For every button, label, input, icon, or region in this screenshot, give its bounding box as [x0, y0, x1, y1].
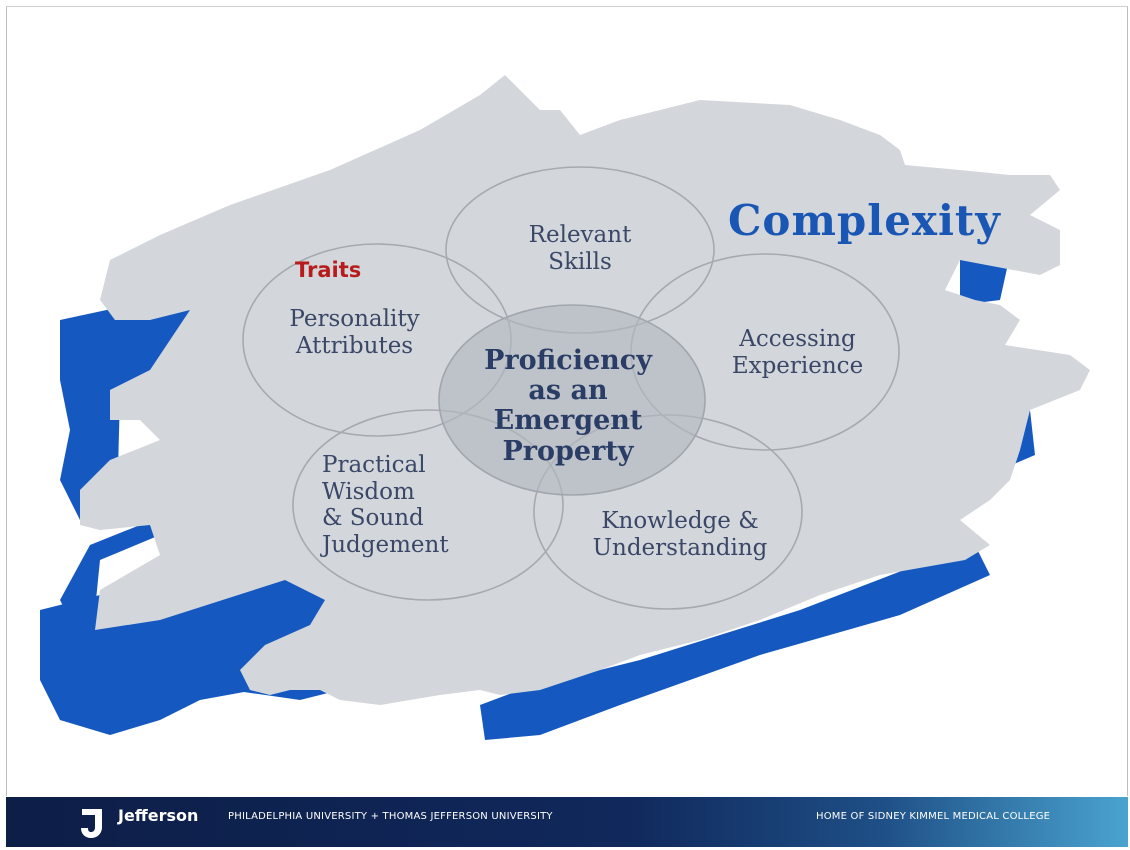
footer-brand: Jefferson	[118, 806, 199, 825]
slide-frame	[6, 6, 1128, 796]
blue-brush-stroke-right	[480, 255, 1035, 740]
label-center-proficiency: Proficiency as an Emergent Property	[484, 345, 652, 467]
circle-center-proficiency	[438, 304, 706, 496]
circle-practical-wisdom	[292, 409, 564, 601]
label-accessing-experience: Accessing Experience	[731, 326, 864, 380]
traits-label: Traits	[295, 258, 362, 282]
label-knowledge-understanding: Knowledge & Understanding	[592, 508, 768, 562]
label-personality-attributes: Personality Attributes	[289, 306, 420, 360]
diagram-title: Complexity	[728, 196, 1001, 245]
jefferson-logo-icon	[81, 809, 102, 838]
label-practical-wisdom: Practical Wisdom & Sound Judgement	[322, 452, 449, 559]
footer-bar: Jefferson PHILADELPHIA UNIVERSITY + THOM…	[6, 797, 1128, 847]
label-relevant-skills: Relevant Skills	[528, 222, 632, 276]
footer-tagline: HOME OF SIDNEY KIMMEL MEDICAL COLLEGE	[816, 811, 1051, 822]
footer-universities: PHILADELPHIA UNIVERSITY + THOMAS JEFFERS…	[228, 811, 553, 822]
